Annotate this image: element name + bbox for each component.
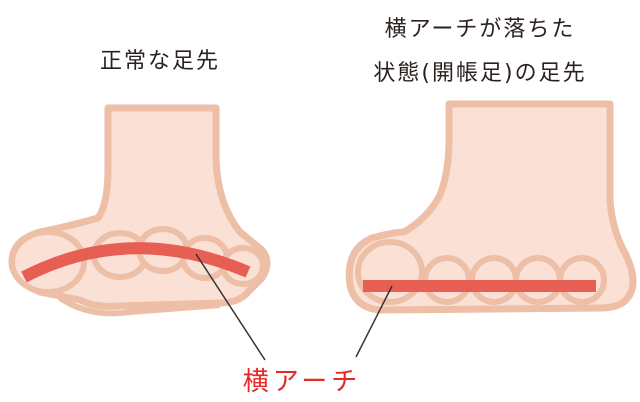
pointer-line-normal — [195, 253, 266, 361]
flat-foot — [345, 100, 637, 314]
normal-foot-title: 正常な足先 — [99, 49, 220, 74]
normal-foot — [8, 104, 271, 317]
flat-foot-title-line1: 横アーチが落ちた — [384, 17, 576, 42]
flat-foot-title: 横アーチが落ちた 状態(開帳足)の足先 — [330, 8, 630, 96]
flat-foot-title-line2: 状態(開帳足)の足先 — [373, 61, 587, 86]
pointer-line-flat — [355, 285, 393, 358]
transverse-arch-label: 横アーチ — [242, 367, 362, 397]
normal-arch-band — [21, 242, 251, 283]
flat-arch-band — [363, 280, 596, 292]
